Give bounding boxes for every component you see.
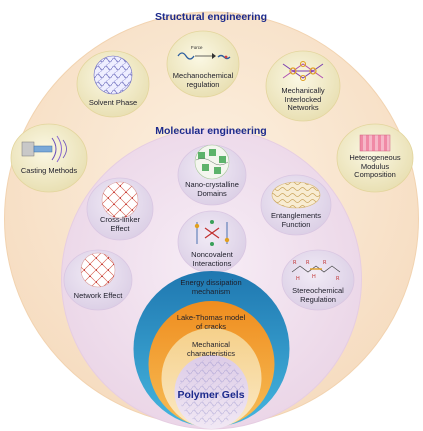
svg-text:R: R [323, 260, 327, 266]
nanocrystalline-image [194, 144, 230, 180]
nanocrystalline-bubble [177, 144, 247, 206]
molecular-engineering-title: Molecular engineering [155, 125, 267, 137]
mechanochemical-image [177, 52, 231, 60]
heterogeneous-modulus-image [359, 134, 391, 152]
entanglements-bubble [260, 174, 332, 236]
noncovalent-label: Noncovalent Interactions [191, 250, 233, 268]
interlocked-networks-image [282, 60, 324, 82]
crosslinker-bubble [86, 177, 154, 241]
mechanochemical-bubble [166, 30, 240, 98]
polymer-gels-title: Polymer Gels [177, 389, 245, 401]
mechanochemical-label: Mechanochemical regulation [172, 71, 234, 89]
casting-methods-bubble [10, 123, 88, 193]
crosslinker-label: Cross-linker Effect [99, 215, 141, 233]
svg-text:H: H [312, 274, 316, 280]
network-effect-label: Network Effect [73, 291, 123, 300]
noncovalent-image [194, 220, 230, 246]
mechanical-characteristics-label: Mechanical characteristics [187, 340, 235, 358]
stereochemical-bubble: R R R R H H [281, 249, 355, 311]
stereochemical-label: Stereochemical Regulation [292, 286, 344, 304]
solvent-phase-bubble [76, 50, 150, 118]
lake-thomas-label: Lake-Thomas model of cracks [176, 313, 246, 331]
interlocked-networks-bubble [265, 50, 341, 122]
structural-engineering-title: Structural engineering [154, 11, 268, 23]
nanocrystalline-label: Nano-crystalline Domains [185, 180, 239, 198]
svg-text:R: R [306, 260, 310, 266]
svg-text:R: R [293, 260, 297, 266]
heterogeneous-modulus-label: Heterogeneous Modulus Composition [349, 153, 401, 180]
network-effect-bubble [63, 249, 133, 311]
interlocked-networks-label: Mechanically Interlocked Networks [281, 86, 325, 113]
svg-text:R: R [336, 276, 340, 282]
entanglements-label: Entanglements Function [270, 211, 322, 229]
noncovalent-bubble [177, 210, 247, 274]
svg-text:H: H [296, 276, 300, 282]
casting-methods-label: Casting Methods [20, 166, 78, 175]
stereochemical-image: R R R R H H [291, 260, 341, 282]
force-label: Force [191, 45, 203, 50]
casting-methods-image [21, 135, 67, 163]
energy-dissipation-label: Energy dissipation mechanism [180, 278, 242, 296]
solvent-phase-label: Solvent Phase [88, 98, 138, 107]
heterogeneous-modulus-bubble [336, 123, 414, 193]
